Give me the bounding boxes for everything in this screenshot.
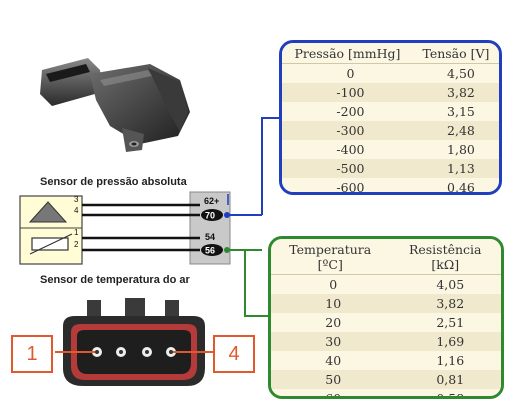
voltage-cell: 3,82 — [412, 83, 499, 102]
terminal-label: 70 — [205, 211, 215, 221]
temperature-cell: 20 — [271, 313, 390, 332]
temperature-cell: 10 — [271, 294, 390, 313]
temperature-cell: 30 — [271, 332, 390, 351]
pin-label: 4 — [74, 206, 79, 215]
pressure-cell: 0 — [282, 63, 413, 83]
pressure-sensor-caption: Sensor de pressão absoluta — [40, 176, 187, 188]
wiring-schematic: 3 4 1 2 62+ 70 54 56 — [19, 191, 262, 265]
terminal-label: 54 — [205, 232, 215, 242]
pin-tag-1: 1 — [11, 335, 53, 373]
terminal-label: 56 — [205, 246, 215, 256]
voltage-cell: 1,80 — [412, 140, 499, 159]
pressure-cell: -500 — [282, 159, 413, 178]
pressure-cell: -400 — [282, 140, 413, 159]
resistance-cell: 2,51 — [389, 313, 501, 332]
pressure-header: Pressão [mmHg] — [282, 43, 413, 64]
temperature-cell: 60 — [271, 389, 390, 396]
voltage-cell: 4,50 — [412, 63, 499, 83]
pin-tag-4: 4 — [213, 335, 255, 373]
resistance-cell: 1,69 — [389, 332, 501, 351]
resistance-cell: 1,16 — [389, 351, 501, 370]
pin-label: 3 — [74, 195, 79, 204]
sensor-photo — [40, 58, 190, 152]
resistance-cell: 4,05 — [389, 274, 501, 294]
pressure-cell: -200 — [282, 102, 413, 121]
temperature-cell: 0 — [271, 274, 390, 294]
temperature-header: Temperatura [ºC] — [271, 239, 390, 275]
pressure-cell: -100 — [282, 83, 413, 102]
pressure-cell: -300 — [282, 121, 413, 140]
pin-label: 1 — [74, 228, 79, 237]
voltage-cell: 3,15 — [412, 102, 499, 121]
terminal-label: 62+ — [204, 196, 219, 206]
temperature-sensor-caption: Sensor de temperatura do ar — [40, 274, 190, 286]
resistance-cell: 3,82 — [389, 294, 501, 313]
temperature-cell: 40 — [271, 351, 390, 370]
pin-label: 2 — [74, 240, 79, 249]
voltage-cell: 0,46 — [412, 178, 499, 192]
pressure-cell: -600 — [282, 178, 413, 192]
resistance-cell: 0,81 — [389, 370, 501, 389]
resistance-cell: 0,58 — [389, 389, 501, 396]
voltage-cell: 2,48 — [412, 121, 499, 140]
connector-face — [55, 298, 215, 386]
voltage-header: Tensão [V] — [412, 43, 499, 64]
resistance-header: Resistência [kΩ] — [389, 239, 501, 275]
voltage-cell: 1,13 — [412, 159, 499, 178]
temperature-cell: 50 — [271, 370, 390, 389]
